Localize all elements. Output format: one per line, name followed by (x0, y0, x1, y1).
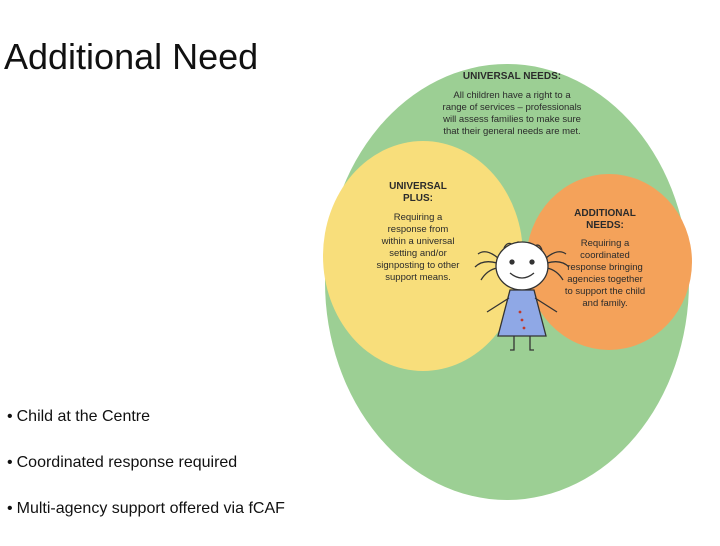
child-drawing-icon (474, 241, 570, 351)
universal-needs-line: that their general needs are met. (443, 126, 580, 137)
universal-plus-circle (323, 141, 523, 371)
universal-plus-heading: UNIVERSAL (389, 181, 447, 192)
additional-needs-line: and family. (582, 298, 627, 309)
bullet-item: •Coordinated response required (7, 454, 238, 471)
additional-needs-circle (526, 174, 692, 350)
additional-needs-line: coordinated (580, 250, 630, 261)
universal-plus-line: within a universal (381, 236, 455, 247)
bullet-text: Multi-agency support offered via fCAF (16, 500, 285, 517)
additional-needs-line: to support the child (565, 286, 645, 297)
universal-needs-line: range of services – professionals (443, 102, 582, 113)
bullet-text: Child at the Centre (16, 408, 151, 425)
universal-needs-heading: UNIVERSAL NEEDS: (463, 71, 561, 82)
additional-needs-heading: ADDITIONAL (574, 208, 636, 219)
universal-needs-line: will assess families to make sure (442, 114, 581, 125)
universal-plus-line: response from (388, 224, 449, 235)
additional-needs-line: response bringing (567, 262, 643, 273)
bullet-item: •Child at the Centre (7, 408, 151, 425)
additional-needs-line: agencies together (567, 274, 643, 285)
additional-needs-line: Requiring a (581, 238, 630, 249)
bullet-item: •Multi-agency support offered via fCAF (7, 500, 285, 517)
universal-plus-line: support means. (385, 272, 450, 283)
universal-plus-line: signposting to other (377, 260, 460, 271)
page-title: Additional Need (4, 36, 259, 77)
universal-plus-heading: PLUS: (403, 193, 433, 204)
universal-plus-line: setting and/or (389, 248, 447, 259)
bullet-text: Coordinated response required (16, 454, 238, 471)
universal-plus-line: Requiring a (394, 212, 443, 223)
universal-needs-line: All children have a right to a (453, 90, 571, 101)
additional-needs-heading: NEEDS: (586, 220, 624, 231)
bullet-list: •Child at the Centre •Coordinated respon… (7, 408, 285, 546)
